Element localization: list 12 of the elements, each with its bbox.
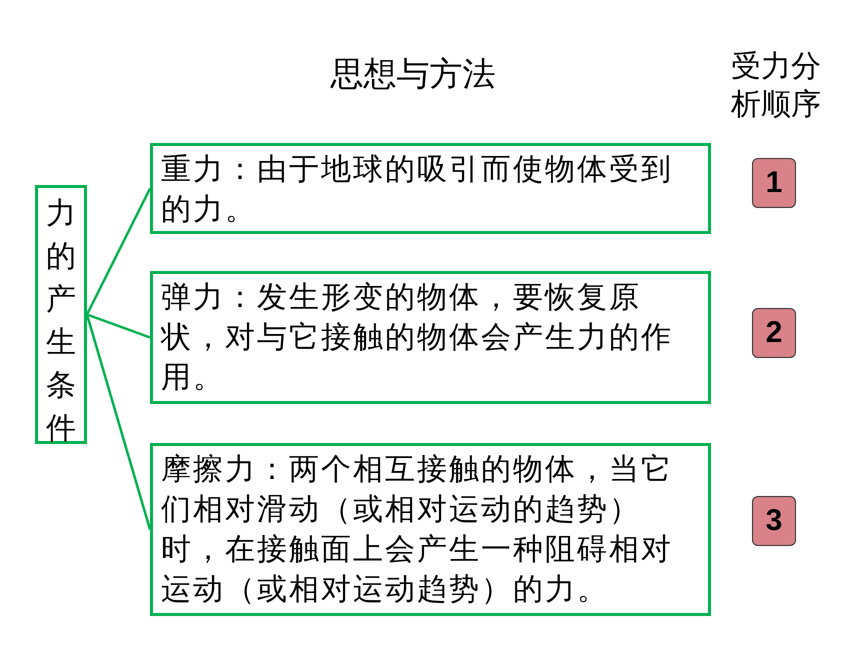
number-badge: 3	[752, 496, 796, 546]
number-badge: 1	[752, 158, 796, 208]
connector-line	[86, 188, 152, 316]
number-badge: 2	[752, 308, 796, 358]
condition-box: 力的产生条件	[35, 185, 87, 444]
title: 思想与方法	[329, 53, 496, 95]
column-heading: 受力分析顺序	[730, 48, 822, 124]
connector-line	[86, 313, 150, 339]
text-box: 弹力：发生形变的物体，要恢复原状，对与它接触的物体会产生力的作用。	[150, 271, 711, 404]
text-box: 重力：由于地球的吸引而使物体受到的力。	[150, 143, 711, 234]
connector-line	[86, 314, 152, 530]
text-box: 摩擦力：两个相互接触的物体，当它们相对滑动（或相对运动的趋势）时，在接触面上会产生一种阻碍相对运动（或相对运动趋势）的力。	[150, 443, 711, 616]
